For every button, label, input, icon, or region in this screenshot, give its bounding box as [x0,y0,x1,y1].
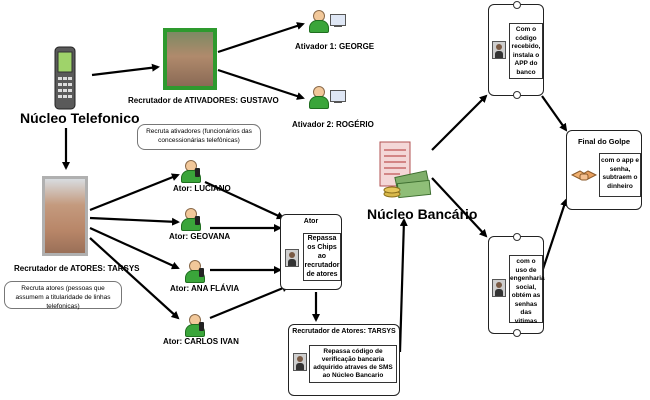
nucleo-telefonico-title: Núcleo Telefonico [20,110,140,126]
ator-carlos-ivan-label: Ator: CARLOS IVAN [163,337,239,346]
golpista-avatar [492,279,506,297]
app-card: Com o código recebido, instala o APP do … [488,1,544,99]
card-ring [513,233,521,241]
final-card: Final do Golpe com o app e senha, subtra… [566,130,642,210]
engenharia-social-card: com o uso de engenharia social, obtém as… [488,233,545,337]
bank-document-money-icon [378,140,432,204]
nucleo-bancario-title: Núcleo Bancário [367,206,478,222]
ativador-1-label: Ativador 1: GEORGE [295,42,375,51]
computer-icon [330,14,346,28]
final-card-title: Final do Golpe [577,137,631,146]
recrutador-ativadores-label: Recrutador de ATIVADORES: GUSTAVO [128,96,279,105]
ator-avatar [285,249,299,267]
ator-geovana-label: Ator: GEOVANA [169,232,231,241]
recrutador-atores-label: Recrutador de ATORES: TARSYS [14,264,140,273]
eng-card-body: com o uso de engenharia social, obtém as… [509,255,545,325]
recrutador-ativadores-note: Recruta ativadores (funcionários das con… [137,124,261,150]
card-ring [513,329,521,337]
app-card-body: Com o código recebido, instala o APP do … [509,23,543,79]
recrutador-atores-card: Recrutador de Atores: TARSYS Repassa cód… [288,324,400,396]
recrutador-card-title: Recrutador de Atores: TARSYS [292,328,396,335]
recrutador-atores-note: Recruta atores (pessoas que assumem a ti… [4,281,122,310]
computer-icon [330,90,346,104]
ator-ana-flavia-label: Ator: ANA FLÁVIA [170,284,240,293]
card-ring [513,91,521,99]
ativador-1-icon [308,10,330,33]
ator-card: Ator Repassa os Chips ao recrutador de a… [280,214,342,290]
ator-carlos-ivan-icon [184,314,206,337]
ator-geovana-icon [180,208,202,231]
recrutador-card-body: Repassa código de verificação bancaria a… [309,345,397,383]
final-card-body: com o app e senha, subtraem o dinheiro [599,153,641,197]
ator-luciano-label: Ator: LUCIANO [173,184,231,193]
ator-card-body: Repassa os Chips ao recrutador de atores [303,233,341,281]
golpista-avatar [492,41,506,59]
card-ring [513,1,521,9]
ator-luciano-icon [180,160,202,183]
ativador-2-label: Ativador 2: ROGÉRIO [292,120,374,129]
recrutador-avatar [293,353,307,371]
ativador-2-icon [308,86,330,109]
recrutador-ativadores-photo [163,28,217,90]
ator-ana-flavia-icon [184,260,206,283]
mobile-phone-icon [54,46,76,110]
ator-card-title: Ator [303,218,319,225]
recrutador-atores-photo [42,176,88,256]
handshake-icon [570,169,598,185]
